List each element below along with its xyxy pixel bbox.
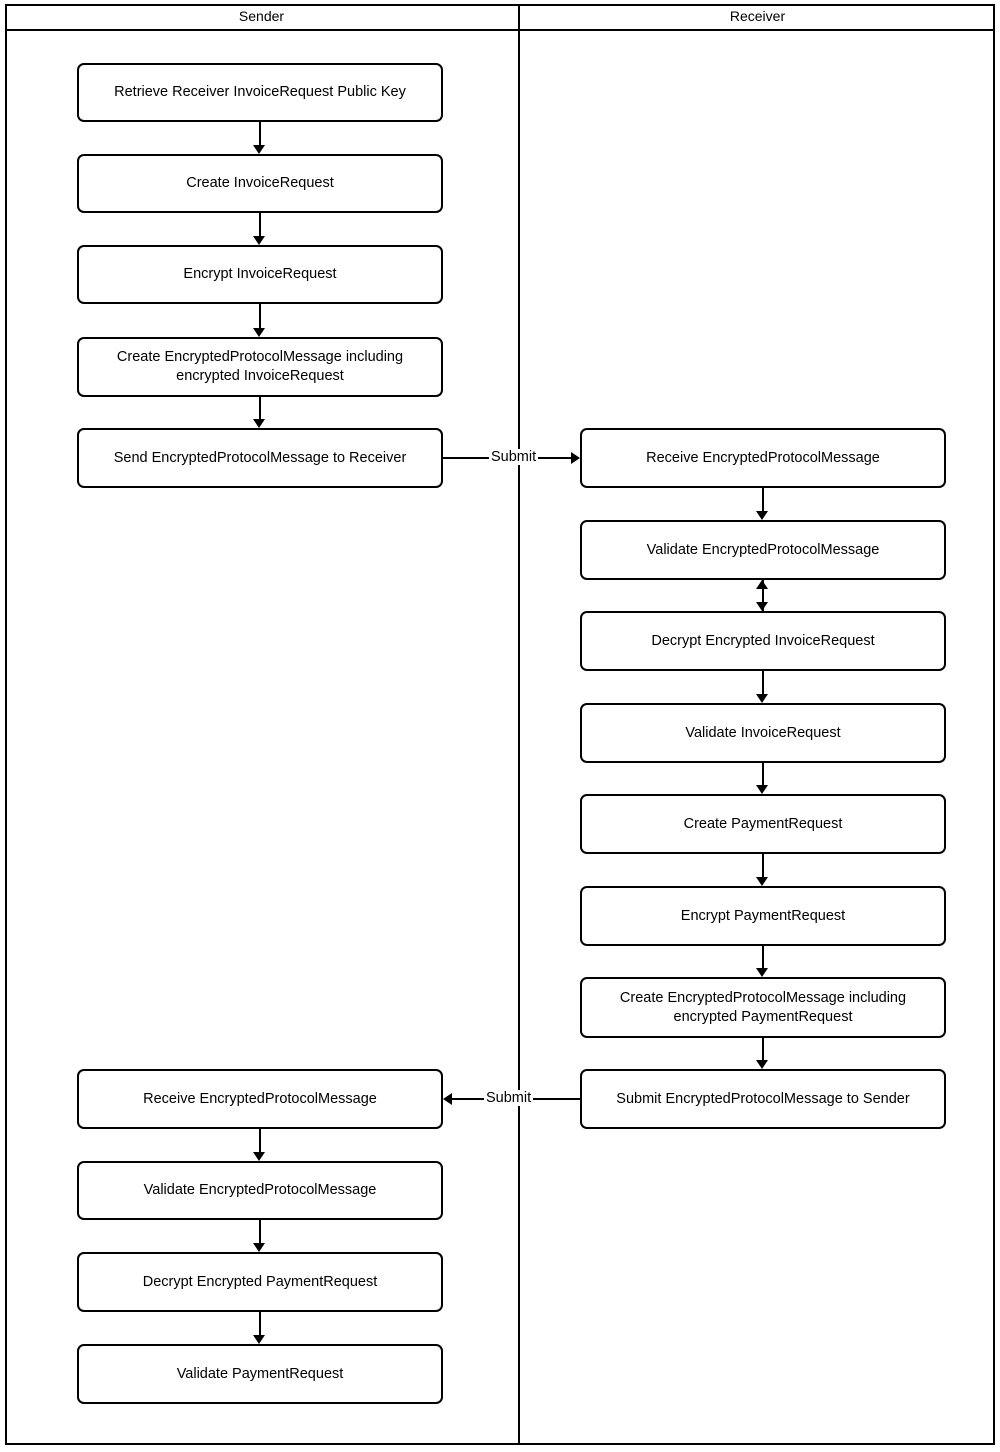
node-create-paymentrequest[interactable]: Create PaymentRequest: [580, 794, 946, 854]
arrowhead-s5-r1-icon: [571, 452, 580, 464]
arrowhead-s8-s9-icon: [253, 1335, 265, 1344]
lane-title-sender: Sender: [238, 8, 285, 24]
arrowhead-r2-to-r3-icon: [756, 602, 768, 611]
arrowhead-r4-r5-icon: [756, 785, 768, 794]
arrowhead-s4-s5-icon: [253, 419, 265, 428]
connector-s6-s7: [259, 1129, 261, 1152]
arrowhead-r1-r2-icon: [756, 511, 768, 520]
node-decrypt-encrypted-invoicerequest[interactable]: Decrypt Encrypted InvoiceRequest: [580, 611, 946, 671]
edge-label-submit-to-sender: Submit: [484, 1090, 534, 1106]
connector-r6-r7: [762, 946, 764, 968]
arrowhead-s7-s8-icon: [253, 1243, 265, 1252]
connector-s7-s8: [259, 1220, 261, 1243]
arrowhead-r6-r7-icon: [756, 968, 768, 977]
node-sender-validate-epm[interactable]: Validate EncryptedProtocolMessage: [77, 1161, 443, 1220]
connector-s8-s9: [259, 1312, 261, 1335]
node-validate-paymentrequest[interactable]: Validate PaymentRequest: [77, 1344, 443, 1404]
connector-r5-r6: [762, 854, 764, 877]
node-create-epm-invoicerequest[interactable]: Create EncryptedProtocolMessage includin…: [77, 337, 443, 397]
connector-r1-r2: [762, 488, 764, 511]
swimlane-divider: [518, 4, 520, 1445]
arrowhead-s2-s3-icon: [253, 236, 265, 245]
arrowhead-r3-to-r2-icon: [756, 580, 768, 589]
arrowhead-s1-s2-icon: [253, 145, 265, 154]
connector-s3-s4: [259, 304, 261, 328]
swimlane-header-rule: [5, 29, 995, 31]
connector-r3-r4: [762, 671, 764, 694]
node-retrieve-receiver-public-key[interactable]: Retrieve Receiver InvoiceRequest Public …: [77, 63, 443, 122]
node-validate-invoicerequest[interactable]: Validate InvoiceRequest: [580, 703, 946, 763]
node-decrypt-encrypted-paymentrequest[interactable]: Decrypt Encrypted PaymentRequest: [77, 1252, 443, 1312]
node-encrypt-invoicerequest[interactable]: Encrypt InvoiceRequest: [77, 245, 443, 304]
node-submit-epm-to-sender[interactable]: Submit EncryptedProtocolMessage to Sende…: [580, 1069, 946, 1129]
connector-s2-s3: [259, 213, 261, 236]
lane-title-receiver: Receiver: [729, 8, 786, 24]
connector-s4-s5: [259, 397, 261, 419]
arrowhead-s3-s4-icon: [253, 328, 265, 337]
arrowhead-r3-r4-icon: [756, 694, 768, 703]
arrowhead-r8-s6-icon: [443, 1093, 452, 1105]
node-receiver-receive-epm[interactable]: Receive EncryptedProtocolMessage: [580, 428, 946, 488]
node-sender-receive-epm[interactable]: Receive EncryptedProtocolMessage: [77, 1069, 443, 1129]
connector-s1-s2: [259, 122, 261, 145]
arrowhead-s6-s7-icon: [253, 1152, 265, 1161]
connector-r2-r3-bidirectional: [762, 580, 764, 611]
node-receiver-validate-epm[interactable]: Validate EncryptedProtocolMessage: [580, 520, 946, 580]
arrowhead-r5-r6-icon: [756, 877, 768, 886]
arrowhead-r7-r8-icon: [756, 1060, 768, 1069]
connector-r4-r5: [762, 763, 764, 785]
node-create-invoicerequest[interactable]: Create InvoiceRequest: [77, 154, 443, 213]
node-create-epm-paymentrequest[interactable]: Create EncryptedProtocolMessage includin…: [580, 977, 946, 1038]
node-send-epm-to-receiver[interactable]: Send EncryptedProtocolMessage to Receive…: [77, 428, 443, 488]
node-encrypt-paymentrequest[interactable]: Encrypt PaymentRequest: [580, 886, 946, 946]
connector-r7-r8: [762, 1038, 764, 1060]
edge-label-submit-to-receiver: Submit: [489, 449, 539, 465]
